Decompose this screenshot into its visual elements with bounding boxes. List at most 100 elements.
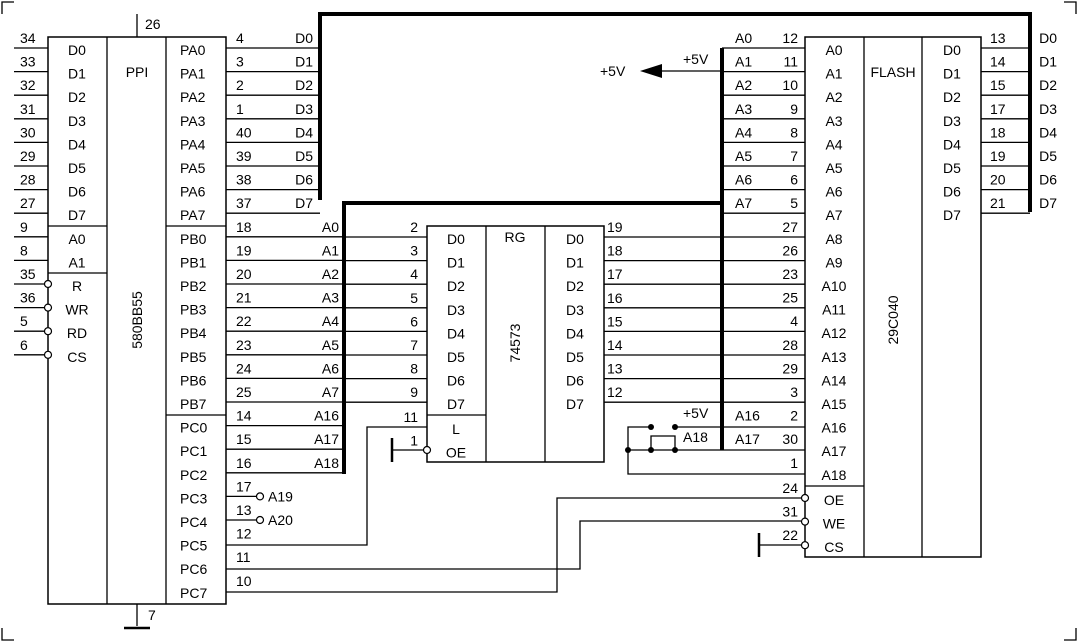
ppi-left-pin-label: D3 bbox=[68, 113, 86, 129]
ppi-net-label: D2 bbox=[295, 77, 313, 93]
ppi-part: 580BB55 bbox=[129, 291, 145, 349]
latch-output-pin-number: 16 bbox=[607, 290, 623, 306]
flash-data-pin-number: 17 bbox=[990, 101, 1006, 117]
latch-part: 74573 bbox=[507, 323, 523, 362]
ppi-right-pin-label: PA1 bbox=[180, 66, 206, 82]
ppi-right-pin-number: 15 bbox=[236, 431, 252, 447]
ppi-power-pin: 26 bbox=[145, 16, 161, 32]
jumper-vcc-label: +5V bbox=[683, 405, 709, 421]
latch-output-label: D0 bbox=[566, 231, 584, 247]
ppi-left-pin-label: D4 bbox=[68, 136, 86, 152]
flash-addr-label: A18 bbox=[822, 467, 847, 483]
ppi-chip bbox=[47, 14, 227, 630]
ppi-left-pin-number: 29 bbox=[20, 148, 36, 164]
ppi-left-pin-label: A0 bbox=[68, 231, 85, 247]
ppi-right-pin-label: PB0 bbox=[180, 231, 207, 247]
flash-net-label: A2 bbox=[735, 77, 752, 93]
ppi-left-pin-number: 30 bbox=[20, 124, 36, 140]
latch-input-pin-number: 6 bbox=[410, 313, 418, 329]
ppi-left-pin-number: 28 bbox=[20, 172, 36, 188]
ppi-net-label: D7 bbox=[295, 195, 313, 211]
ppi-inv-bubble bbox=[43, 303, 53, 312]
vcc-bus-label: +5V bbox=[683, 51, 709, 67]
ppi-net-label: D3 bbox=[295, 101, 313, 117]
flash-addr-pin-number: 5 bbox=[790, 195, 798, 211]
flash-net-label: D7 bbox=[1039, 195, 1057, 211]
ppi-right-pin-label: PB2 bbox=[180, 278, 207, 294]
flash-addr-label: A0 bbox=[825, 42, 842, 58]
ppi-net-label: D5 bbox=[295, 148, 313, 164]
latch-output-label: D3 bbox=[566, 302, 584, 318]
flash-data-pin-number: 18 bbox=[990, 124, 1006, 140]
ppi-right-pin-number: 17 bbox=[236, 478, 252, 494]
latch-input-pin-number: 4 bbox=[410, 266, 418, 282]
latch-output-pin-number: 17 bbox=[607, 266, 623, 282]
ppi-left-pin-number: 33 bbox=[20, 54, 36, 70]
flash-addr-label: A10 bbox=[822, 278, 847, 294]
ppi-net-terminal bbox=[255, 492, 265, 501]
ppi-right-pin-label: PA6 bbox=[180, 184, 206, 200]
flash-addr-label: A9 bbox=[825, 254, 842, 270]
ppi-right-pin-label: PC2 bbox=[180, 467, 207, 483]
flash-addr-pin-number: 6 bbox=[790, 172, 798, 188]
jumper-a18-label: A18 bbox=[683, 429, 708, 445]
flash-data-label: D5 bbox=[943, 160, 961, 176]
flash-addr-label: A12 bbox=[822, 325, 847, 341]
flash-control-bubble bbox=[800, 493, 810, 503]
flash-addr-pin-number: 29 bbox=[782, 360, 798, 376]
flash-data-pin-number: 14 bbox=[990, 54, 1006, 70]
ppi-left-pin-label: D6 bbox=[68, 184, 86, 200]
latch-input-label: D6 bbox=[447, 373, 465, 389]
ppi-net-label: A0 bbox=[322, 219, 339, 235]
latch-input-label: D3 bbox=[447, 302, 465, 318]
flash-addr-pin-number: 7 bbox=[790, 148, 798, 164]
ppi-net-label: A6 bbox=[322, 360, 339, 376]
latch-input-label: D7 bbox=[447, 396, 465, 412]
flash-addr-label: A16 bbox=[822, 420, 847, 436]
ppi-net-label: A19 bbox=[268, 488, 293, 504]
ground-symbols bbox=[390, 438, 801, 557]
flash-addr-label: A5 bbox=[825, 160, 842, 176]
ppi-left-pin-number: 34 bbox=[20, 30, 36, 46]
flash-addr-pin-number: 26 bbox=[782, 242, 798, 258]
latch-input-pin-number: 9 bbox=[410, 384, 418, 400]
flash-addr-pin-number: 23 bbox=[782, 266, 798, 282]
flash-net-label: D5 bbox=[1039, 148, 1057, 164]
ppi-right-pin-number: 11 bbox=[236, 549, 251, 565]
flash-addr-label: A14 bbox=[822, 372, 847, 388]
ppi-left-pin-number: 35 bbox=[20, 266, 36, 282]
flash-data-label: D0 bbox=[943, 42, 961, 58]
ppi-right-pin-label: PB5 bbox=[180, 349, 207, 365]
ppi-right-pin-label: PA4 bbox=[180, 136, 206, 152]
ppi-right-pin-label: PA5 bbox=[180, 160, 206, 176]
ppi-right-pin-label: PA3 bbox=[180, 113, 206, 129]
ppi-net-label: D1 bbox=[295, 54, 313, 70]
ppi-left-pin-number: 31 bbox=[20, 101, 36, 117]
ppi-right-pin-label: PC7 bbox=[180, 585, 207, 601]
ppi-net-label: A1 bbox=[322, 242, 339, 258]
flash-control-bubble bbox=[800, 541, 810, 550]
ppi-right-pin-number: 2 bbox=[236, 77, 244, 93]
flash-data-pin-number: 20 bbox=[990, 172, 1006, 188]
ppi-right-pin-number: 25 bbox=[236, 384, 252, 400]
ppi-net-label: D6 bbox=[295, 172, 313, 188]
latch-control-label: L bbox=[452, 421, 460, 437]
ppi-right-pin-number: 24 bbox=[236, 360, 252, 376]
latch-input-pin-number: 2 bbox=[410, 219, 418, 235]
ppi-left-pin-number: 9 bbox=[20, 219, 28, 235]
latch-input-pin-number: 5 bbox=[410, 290, 418, 306]
latch-output-pin-number: 13 bbox=[607, 361, 623, 377]
flash-addr-pin-number: 25 bbox=[782, 290, 798, 306]
flash-control-pin-number: 31 bbox=[782, 504, 798, 520]
flash-addr-label: A1 bbox=[825, 66, 842, 82]
latch-output-pin-number: 12 bbox=[607, 384, 623, 400]
ppi-right-pin-label: PC6 bbox=[180, 561, 207, 577]
latch-input-pin-number: 3 bbox=[410, 243, 418, 259]
flash-addr-pin-number: 10 bbox=[782, 77, 798, 93]
ppi-right-pin-label: PA0 bbox=[180, 42, 206, 58]
flash-chip bbox=[804, 36, 982, 558]
flash-addr-label: A3 bbox=[825, 113, 842, 129]
flash-name: FLASH bbox=[870, 64, 915, 80]
flash-data-label: D7 bbox=[943, 207, 961, 223]
